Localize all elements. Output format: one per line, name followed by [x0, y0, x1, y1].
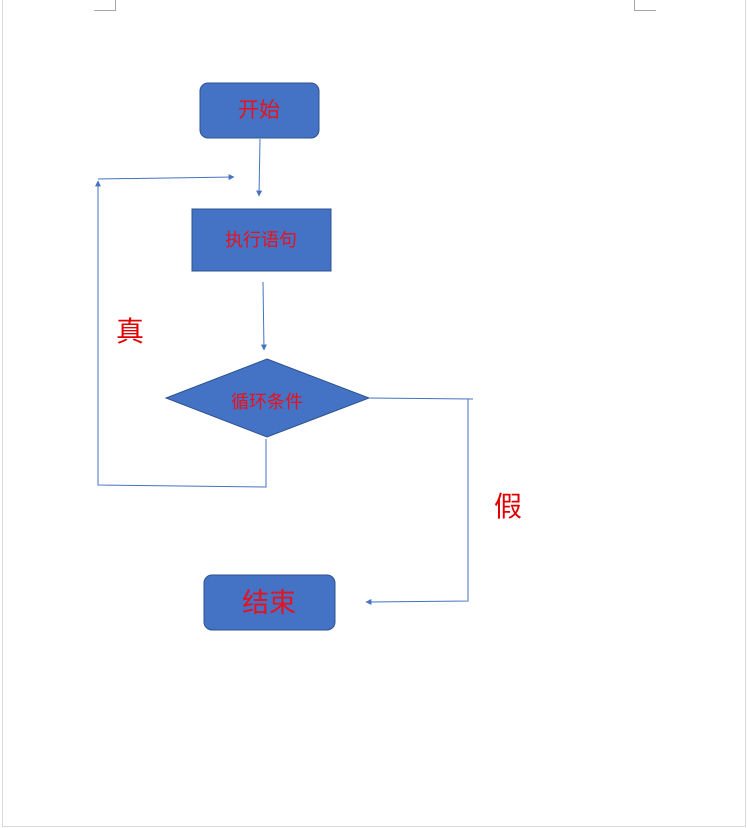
- connector-false-down: [365, 399, 469, 605]
- end-node[interactable]: 结束: [203, 574, 336, 631]
- margin-corner-mark-left: [94, 0, 116, 11]
- true-edge-label: 真: [116, 315, 145, 348]
- margin-corner-mark-right: [634, 0, 656, 11]
- connector-start-to-execute: [256, 138, 263, 197]
- connector-true-loop: [95, 180, 267, 488]
- connector-false-path: [368, 397, 474, 400]
- condition-node-label: 循环条件: [231, 392, 303, 413]
- execute-node[interactable]: 执行语句: [191, 208, 332, 272]
- condition-node[interactable]: 循环条件: [164, 358, 371, 438]
- connector-true-loop-return: [97, 174, 235, 181]
- connector-execute-to-condition: [260, 281, 267, 351]
- end-node-label: 结束: [242, 588, 296, 619]
- start-node-label: 开始: [238, 98, 280, 122]
- false-edge-label: 假: [494, 490, 523, 523]
- start-node[interactable]: 开始: [199, 82, 320, 139]
- execute-node-label: 执行语句: [225, 230, 297, 251]
